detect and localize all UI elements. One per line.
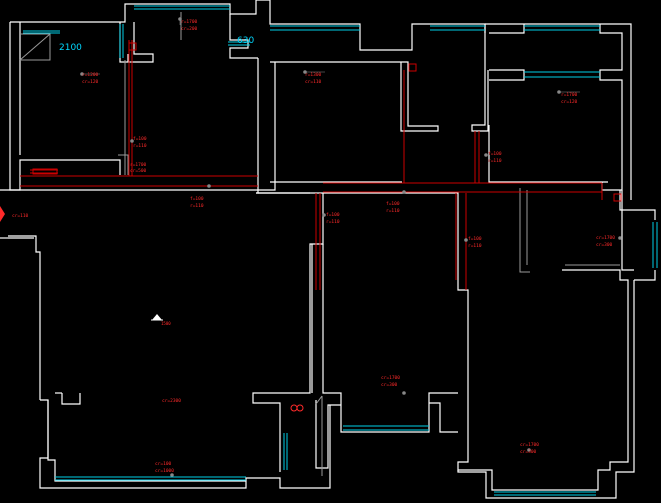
tag-11-line1: cr=1700 <box>596 235 615 241</box>
windows <box>23 5 658 496</box>
tag-17-line1: r=1700 <box>130 162 147 168</box>
tag-7-line2: r=110 <box>190 203 204 209</box>
tag-4-line2: cr=120 <box>561 99 578 105</box>
tag-14-line2: cr=300 <box>520 449 537 455</box>
tag-5-line1: f=100 <box>133 136 147 142</box>
double-ring-icon <box>290 404 304 412</box>
dimension-label-630: 630 <box>237 36 254 46</box>
valve-box-3 <box>613 193 622 202</box>
tag-10-line1: f=100 <box>468 236 482 242</box>
tag-2-line1: r=1200 <box>82 72 99 78</box>
tag-2-line2: cr=120 <box>82 79 99 85</box>
dimension-label-2100: 2100 <box>59 43 82 53</box>
tag-4-line1: r=1700 <box>561 92 578 98</box>
entry-arrow-icon <box>0 206 5 222</box>
pipe-end-icon <box>32 168 58 175</box>
tag-16-line2: cr=1000 <box>155 468 174 474</box>
tag-17-line2: cr=500 <box>130 168 147 174</box>
tag-18-line1: 1500 <box>161 321 171 326</box>
tag-16-line1: cr=100 <box>155 461 172 467</box>
tag-13-line2: cr=300 <box>381 382 398 388</box>
tag-6-line2: r=110 <box>488 158 502 164</box>
tag-1-line1: r=1700 <box>181 19 198 25</box>
tag-10-line2: r=110 <box>468 243 482 249</box>
tag-9-line1: f=100 <box>326 212 340 218</box>
tag-8-line2: r=110 <box>386 208 400 214</box>
tag-11-line2: cr=300 <box>596 242 613 248</box>
tag-6-line1: f=100 <box>488 151 502 157</box>
tag-labels: r=1700 cr=200 r=1200 cr=120 r=1300 cr=11… <box>12 19 615 474</box>
tag-3-line2: cr=110 <box>305 79 322 85</box>
valve-box-2 <box>408 63 417 72</box>
tag-12-line1: cr=110 <box>12 213 29 219</box>
tag-8-line1: f=100 <box>386 201 400 207</box>
tag-5-line2: r=110 <box>133 143 147 149</box>
ceiling-lamp-icon <box>151 314 163 321</box>
tag-3-line1: r=1300 <box>305 72 322 78</box>
tag-13-line1: cr=1700 <box>381 375 400 381</box>
tag-14-line1: cr=1700 <box>520 442 539 448</box>
tag-15-line1: cr=2300 <box>162 398 181 404</box>
tag-9-line2: r=110 <box>326 219 340 225</box>
nodes <box>80 17 622 477</box>
tag-1-line2: cr=200 <box>181 26 198 32</box>
door-frames <box>19 12 620 476</box>
tag-7-line1: f=100 <box>190 196 204 202</box>
pipe-valves <box>128 42 622 202</box>
valve-box-1 <box>128 42 137 51</box>
